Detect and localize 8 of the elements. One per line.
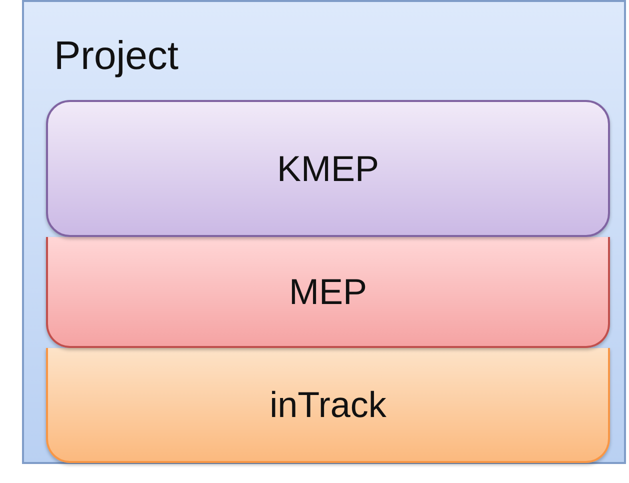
container-heading: Project [54, 36, 178, 76]
layer-box [46, 348, 610, 463]
project-container [22, 0, 626, 464]
layer-box [46, 237, 610, 348]
layer-label: MEP [288, 274, 367, 310]
layer-label: inTrack [270, 386, 386, 422]
layer-box [46, 100, 610, 237]
layer-label: KMEP [276, 150, 380, 186]
